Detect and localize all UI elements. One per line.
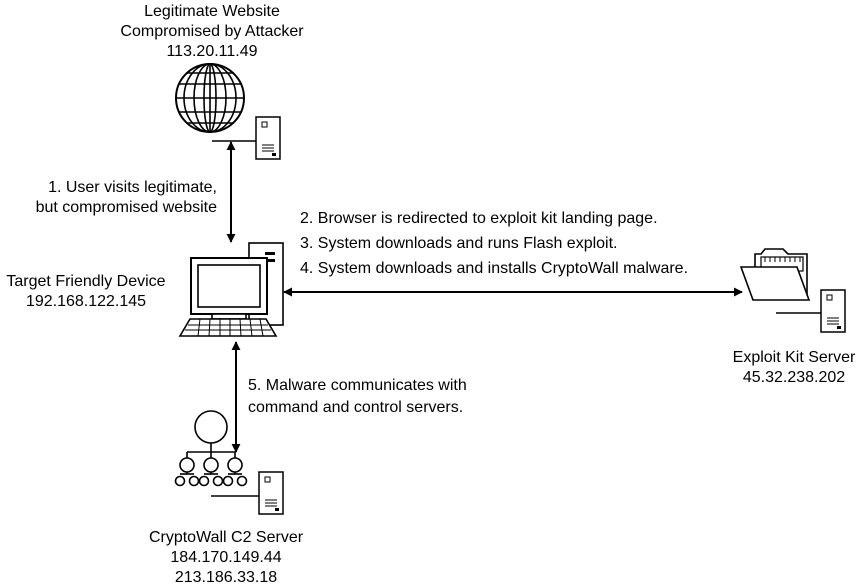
target-device-node: Target Friendly Device 192.168.122.145 <box>6 242 284 337</box>
step-1-line-2: but compromised website <box>36 199 218 216</box>
step-5-line-2: command and control servers. <box>248 399 463 416</box>
server-icon <box>211 471 284 515</box>
step-2-label: 2. Browser is redirected to exploit kit … <box>300 210 658 227</box>
exploit-server-ip: 45.32.238.202 <box>743 369 845 386</box>
folder-icon <box>739 248 811 301</box>
step-5-line-1: 5. Malware communicates with <box>248 377 467 394</box>
c2-server-title: CryptoWall C2 Server <box>149 529 304 546</box>
c2-server-node: CryptoWall C2 Server 184.170.149.44 213.… <box>149 410 304 584</box>
step-3-label: 3. System downloads and runs Flash explo… <box>300 235 618 252</box>
target-title: Target Friendly Device <box>6 273 165 290</box>
exploit-server-node: Exploit Kit Server 45.32.238.202 <box>733 248 856 386</box>
target-ip: 192.168.122.145 <box>26 293 146 310</box>
exploit-server-title: Exploit Kit Server <box>733 349 856 366</box>
website-title: Legitimate Website <box>144 3 280 20</box>
network-hierarchy-icon <box>174 410 248 487</box>
server-icon <box>212 116 281 160</box>
website-node: Legitimate Website Compromised by Attack… <box>120 3 304 160</box>
c2-server-ip-2: 213.186.33.18 <box>175 569 277 584</box>
c2-server-ip-1: 184.170.149.44 <box>170 549 281 566</box>
globe-icon <box>175 63 245 133</box>
server-icon <box>776 289 846 333</box>
website-ip: 113.20.11.49 <box>166 43 257 60</box>
step-4-label: 4. System downloads and installs CryptoW… <box>300 260 688 277</box>
website-subtitle: Compromised by Attacker <box>120 23 304 40</box>
step-1-line-1: 1. User visits legitimate, <box>48 179 217 196</box>
desktop-computer-icon <box>178 242 284 337</box>
